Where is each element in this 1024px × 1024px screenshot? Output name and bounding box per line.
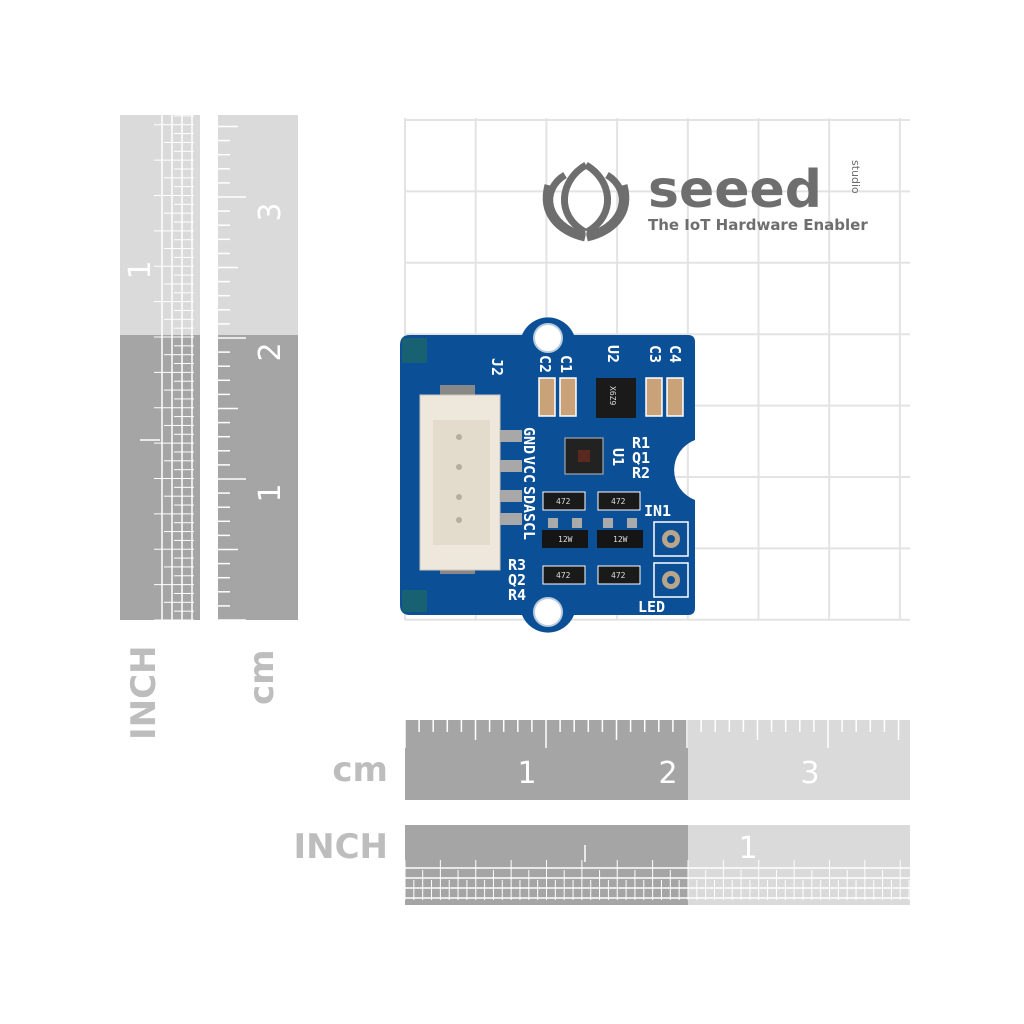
resistor-marking: 472 xyxy=(556,497,571,506)
h-cm-number: 2 xyxy=(658,756,677,791)
silk-r2: R2 xyxy=(632,464,650,482)
seeed-logo: seeed studio The IoT Hardware Enabler xyxy=(542,160,868,242)
transistor-marking: 12W xyxy=(558,535,573,544)
mounting-hole xyxy=(533,323,563,353)
h-inch-label: INCH xyxy=(293,827,388,867)
capacitors xyxy=(538,377,684,417)
silk-c4: C4 xyxy=(666,345,684,363)
transistors: 12W 12W xyxy=(542,518,643,548)
pin-label-sda: SDA xyxy=(520,486,538,513)
lotus-logo-icon xyxy=(542,161,630,242)
u2-marking: X6Z9 xyxy=(608,386,617,405)
silk-u2: U2 xyxy=(604,345,622,363)
v-cm-label: cm xyxy=(242,649,282,705)
sensor-pcb: J2 GND VCC SDA SCL C2 C1 U2 C3 C4 X6Z9 U… xyxy=(400,317,695,633)
horizontal-cm-ruler: 1 2 3 xyxy=(404,720,910,800)
silk-c3: C3 xyxy=(646,345,664,363)
logo-brand: seeed xyxy=(648,160,822,220)
resistor-marking: 472 xyxy=(611,497,626,506)
silk-q1: Q1 xyxy=(632,449,650,467)
silk-c2: C2 xyxy=(536,355,554,373)
silk-led: LED xyxy=(638,598,665,616)
silk-u1: U1 xyxy=(609,448,627,466)
mounting-hole xyxy=(533,597,563,627)
h-cm-label: cm xyxy=(332,750,388,790)
resistor-marking: 472 xyxy=(556,571,571,580)
v-inch-label: INCH xyxy=(124,645,164,740)
h-inch-number: 1 xyxy=(738,831,757,866)
horizontal-inch-ruler: 1 xyxy=(404,825,910,905)
h-cm-number: 1 xyxy=(517,756,536,791)
silk-r4: R4 xyxy=(508,586,526,604)
logo-tagline: The IoT Hardware Enabler xyxy=(648,216,868,234)
silk-r1: R1 xyxy=(632,434,650,452)
vertical-cm-ruler: 3 2 1 xyxy=(218,115,298,621)
pin-label-gnd: GND xyxy=(520,427,538,454)
h-cm-number: 3 xyxy=(800,756,819,791)
vertical-inch-ruler: 1 xyxy=(120,115,200,621)
silk-c1: C1 xyxy=(557,355,575,373)
grove-connector xyxy=(419,385,522,574)
silk-r3: R3 xyxy=(508,556,526,574)
v-inch-number: 1 xyxy=(123,260,158,279)
pin-label-scl: SCL xyxy=(520,513,538,540)
logo-sub: studio xyxy=(849,160,862,194)
transistor-marking: 12W xyxy=(613,535,628,544)
silk-q2: Q2 xyxy=(508,571,526,589)
resistor-marking: 472 xyxy=(611,571,626,580)
silk-j2: J2 xyxy=(488,358,506,376)
resistors: 472 472 472 472 xyxy=(542,491,641,585)
v-cm-number: 1 xyxy=(253,483,288,502)
pin-label-vcc: VCC xyxy=(520,456,538,483)
v-cm-number: 3 xyxy=(253,202,288,221)
silk-in1: IN1 xyxy=(644,502,671,520)
regulator-chip-u2 xyxy=(596,378,636,418)
v-cm-number: 2 xyxy=(253,342,288,361)
